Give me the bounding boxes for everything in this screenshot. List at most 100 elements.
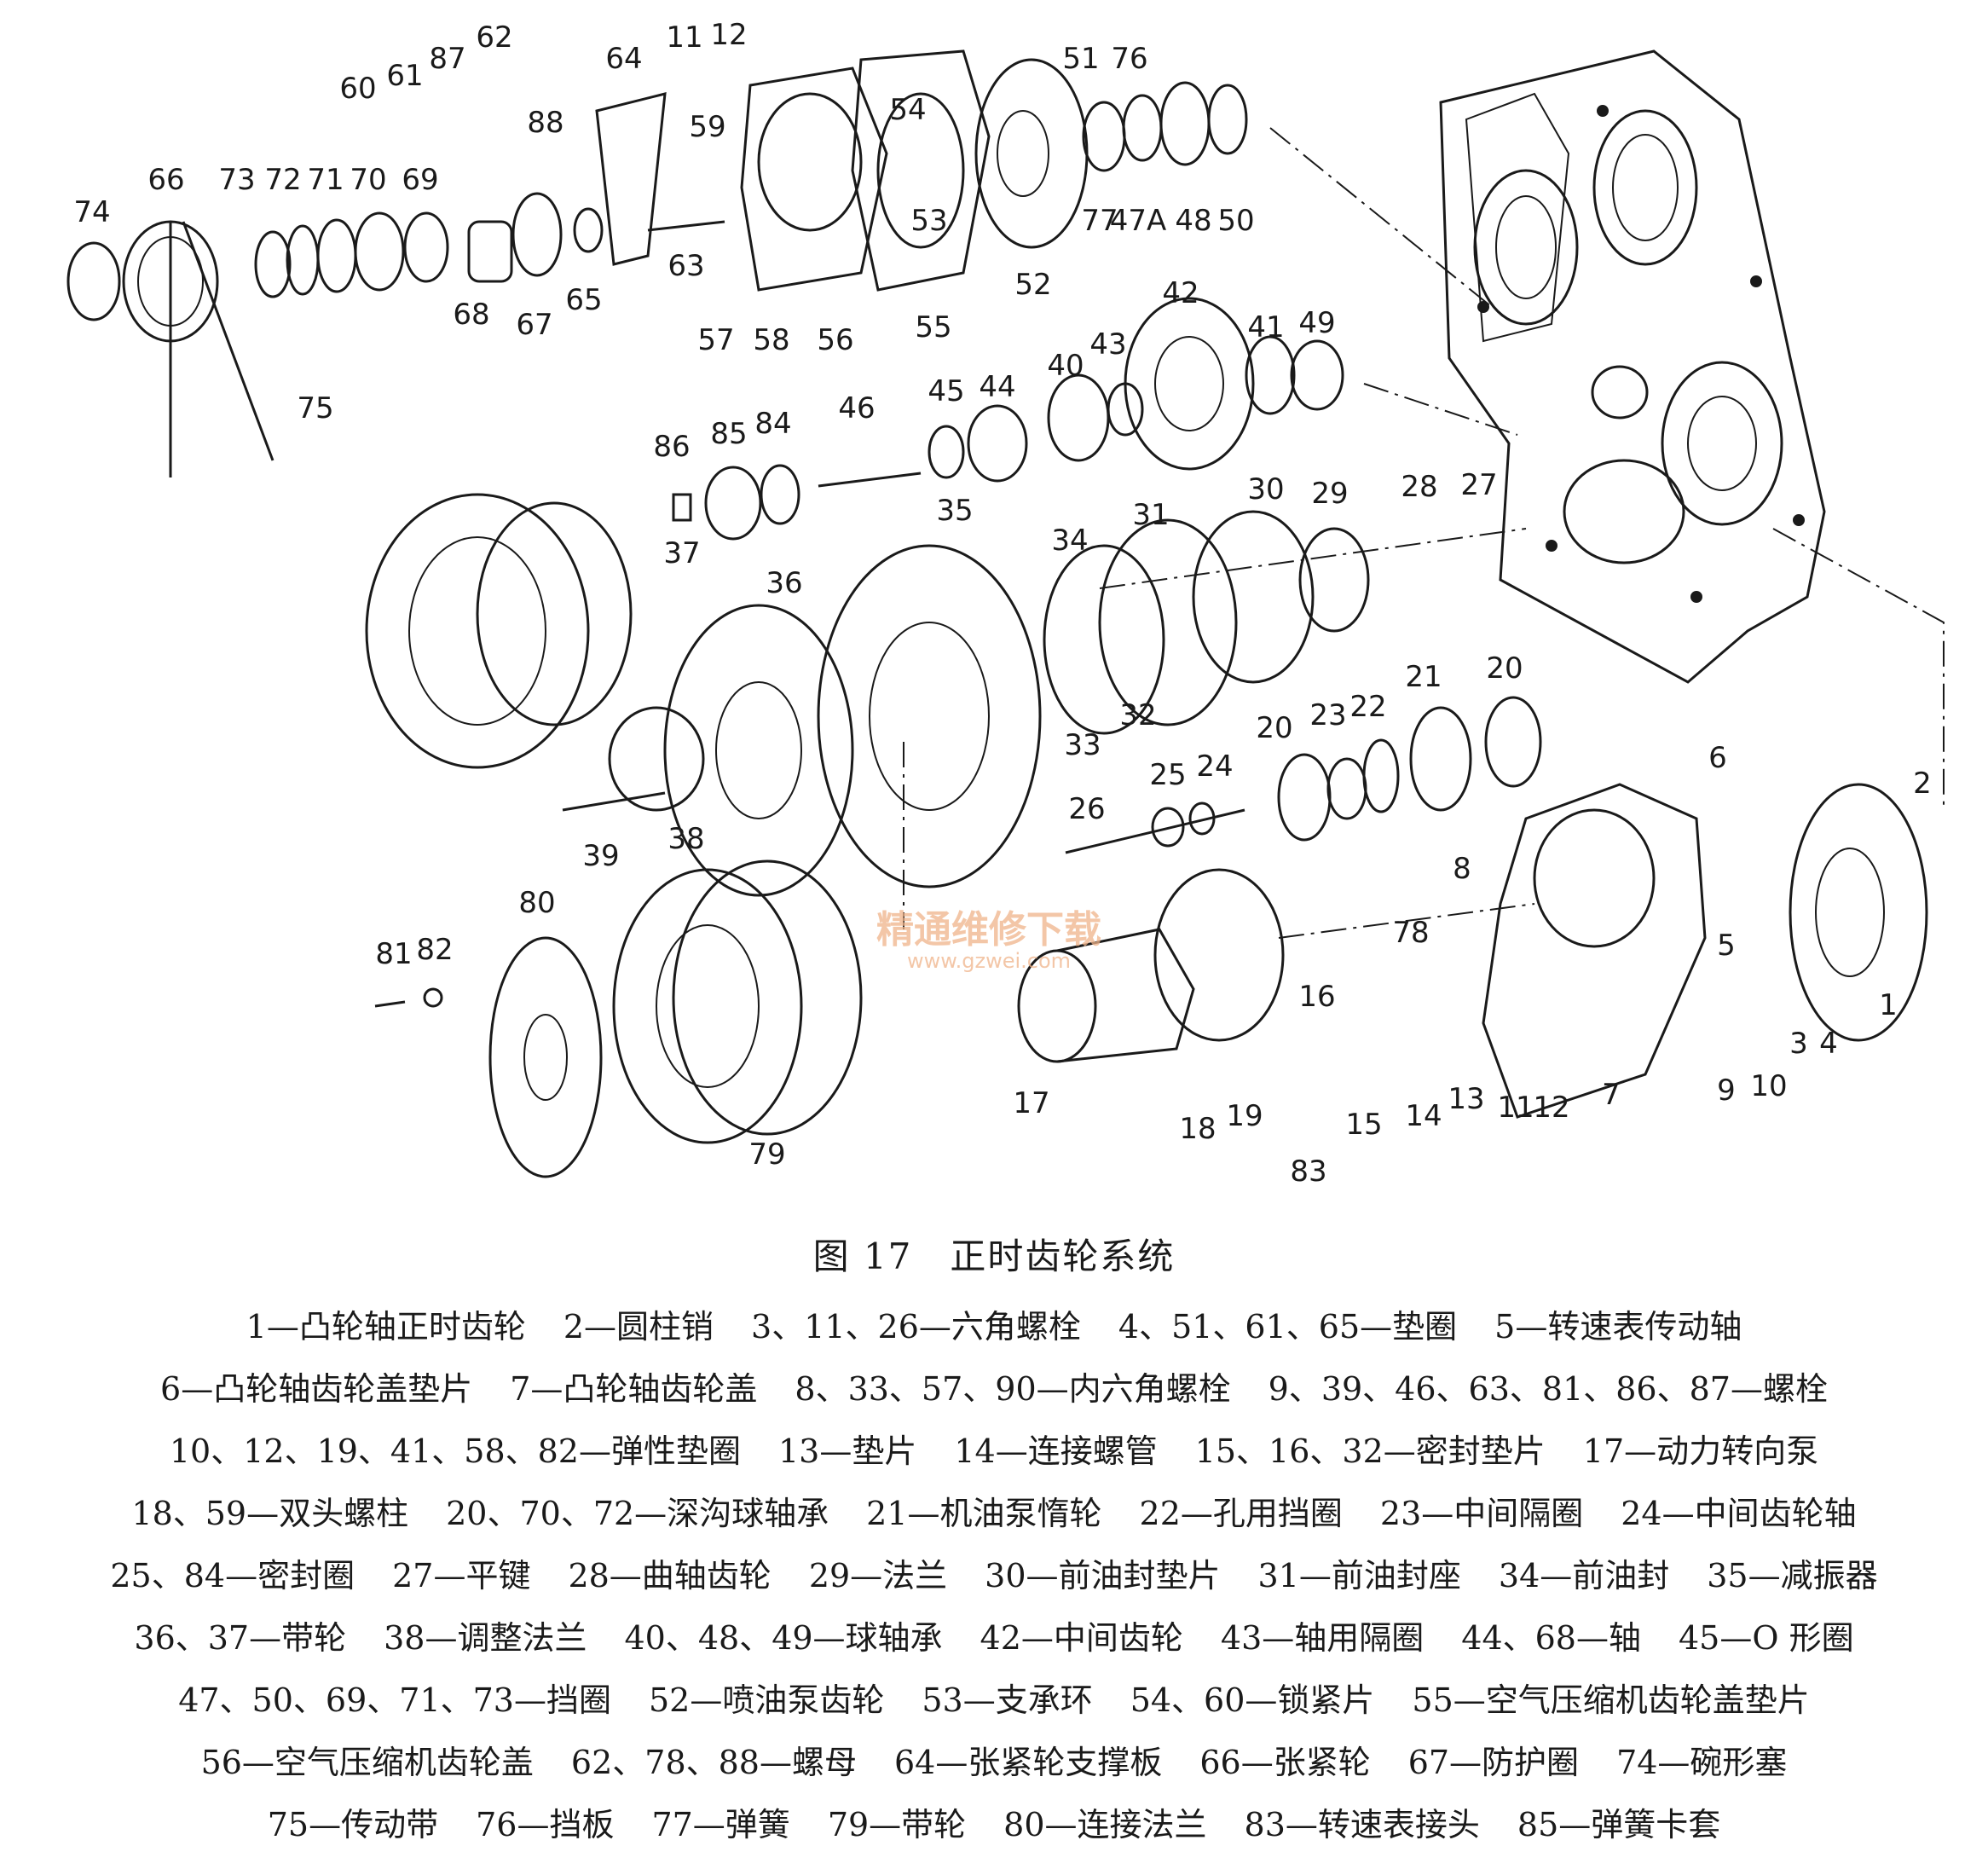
- callout-label: 35: [936, 494, 973, 528]
- figure-caption: 图 17 正时齿轮系统: [812, 1236, 1176, 1277]
- callout-label: 13: [1448, 1082, 1484, 1116]
- callout-label: 39: [582, 839, 619, 873]
- legend-item: 28—曲轴齿轮: [568, 1557, 772, 1594]
- callout-label: 78: [1392, 916, 1429, 950]
- legend-item: 40、48、49—球轴承: [624, 1619, 943, 1657]
- callout-label: 29: [1311, 477, 1348, 511]
- callout-label: 43: [1089, 327, 1126, 362]
- callout-label: 30: [1247, 472, 1284, 506]
- callout-label: 61: [386, 59, 423, 93]
- callout-label: 21: [1405, 660, 1442, 694]
- callout-label: 38: [667, 822, 704, 856]
- axis-line: [1363, 383, 1518, 436]
- callout-label: 26: [1068, 792, 1105, 826]
- callout-label: 1: [1879, 988, 1898, 1022]
- callout-label: 3: [1789, 1027, 1808, 1061]
- callout-label: 66: [147, 163, 184, 197]
- legend-item: 53—支承环: [922, 1681, 1093, 1719]
- legend-item: 56—空气压缩机齿轮盖: [200, 1744, 534, 1781]
- callout-label: 53: [910, 204, 947, 238]
- callout-label: 5: [1717, 929, 1736, 963]
- legend-item: 75—传动带: [267, 1806, 439, 1843]
- callout-label: 67: [516, 308, 552, 342]
- callout-label: 65: [565, 283, 602, 317]
- callout-label: 82: [416, 933, 453, 967]
- callout-label: 28: [1401, 470, 1437, 504]
- oil-pump-idler-assembly: [1065, 696, 1542, 854]
- legend-item: 7—凸轮轴齿轮盖: [510, 1370, 758, 1408]
- legend-item: 5—转速表传动轴: [1494, 1308, 1742, 1345]
- callout-label: 77: [1081, 204, 1118, 238]
- legend-item: 80—连接法兰: [1003, 1806, 1207, 1843]
- callout-label: 15: [1345, 1108, 1382, 1142]
- compressor-gear-cover: [740, 49, 1248, 292]
- legend-item: 29—法兰: [808, 1557, 948, 1594]
- legend-item: 77—弹簧: [651, 1806, 790, 1843]
- callout-label: 68: [453, 298, 489, 332]
- callout-label: 88: [527, 106, 563, 140]
- axis-line: [1269, 127, 1493, 308]
- callout-label: 4: [1819, 1027, 1838, 1061]
- legend-item: 55—空气压缩机齿轮盖垫片: [1412, 1681, 1810, 1719]
- callout-label: 51: [1062, 42, 1099, 76]
- legend-item: 25、84—密封圈: [110, 1557, 355, 1594]
- legend-item: 18、59—双头螺柱: [131, 1495, 409, 1532]
- legend-item: 83—转速表接头: [1244, 1806, 1480, 1843]
- callout-label: 72: [264, 163, 301, 197]
- callout-label: 79: [748, 1137, 785, 1172]
- legend-item: 6—凸轮轴齿轮盖垫片: [160, 1370, 473, 1408]
- legend-item: 36、37—带轮: [134, 1619, 347, 1657]
- callout-label: 87: [429, 42, 465, 76]
- legend-item: 3、11、26—六角螺栓: [751, 1308, 1081, 1345]
- callout-label: 40: [1047, 349, 1084, 383]
- legend-item: 44、68—轴: [1461, 1619, 1641, 1657]
- callout-label: 32: [1119, 698, 1156, 732]
- callout-label: 86: [653, 430, 690, 464]
- callout-label: 62: [476, 20, 512, 55]
- legend-item: 4、51、61、65—垫圈: [1118, 1308, 1458, 1345]
- callout-label: 54: [889, 93, 926, 127]
- legend-item: 13—垫片: [777, 1432, 917, 1470]
- watermark-text: 精通维修下载: [876, 908, 1101, 952]
- legend-item: 76—挡板: [476, 1806, 615, 1843]
- legend-line: 1—凸轮轴正时齿轮 2—圆柱销 3、11、26—六角螺栓 4、51、61、65—垫圈 5…: [34, 1296, 1954, 1358]
- legend-item: 2—圆柱销: [563, 1308, 714, 1345]
- callout-label: 41: [1247, 310, 1284, 344]
- callout-label: 14: [1405, 1099, 1442, 1133]
- callout-label: 16: [1298, 980, 1335, 1014]
- callout-label: 11: [1497, 1091, 1534, 1125]
- legend-item: 52—喷油泵齿轮: [648, 1681, 885, 1719]
- callout-label: 63: [667, 249, 704, 283]
- legend-item: 74—碗形塞: [1616, 1744, 1788, 1781]
- callout-label: 20: [1486, 651, 1523, 686]
- callout-label: 60: [339, 72, 376, 106]
- callout-label: 58: [753, 323, 789, 357]
- legend-item: 67—防护圈: [1407, 1744, 1580, 1781]
- legend-item: 62、78、88—螺母: [570, 1744, 857, 1781]
- callout-label: 12: [710, 18, 747, 52]
- watermark-url: www.gzwei.com: [907, 949, 1071, 973]
- exploded-view-diagram: 精通维修下载 www.gzwei.com 1 2 3 4 5 6 7 8 9 1…: [66, 18, 1945, 1189]
- callout-label: 73: [218, 163, 255, 197]
- legend-item: 1—凸轮轴正时齿轮: [246, 1308, 526, 1345]
- callout-labels: 1 2 3 4 5 6 7 8 9 10 11 12 11 12 13 14 1…: [73, 18, 1931, 1189]
- callout-label: 42: [1162, 276, 1199, 310]
- callout-label: 83: [1290, 1155, 1326, 1189]
- flange-pulley-assembly: [374, 859, 863, 1178]
- callout-label: 12: [1533, 1091, 1569, 1125]
- callout-label: 48: [1175, 204, 1211, 238]
- legend-item: 10、12、19、41、58、82—弹性垫圈: [169, 1432, 741, 1470]
- parts-legend: 1—凸轮轴正时齿轮 2—圆柱销 3、11、26—六角螺栓 4、51、61、65—垫圈 5…: [34, 1296, 1954, 1856]
- callout-label: 6: [1708, 741, 1727, 775]
- timing-gear-housing: [1439, 49, 1826, 684]
- callout-label: 64: [605, 42, 642, 76]
- legend-item: 45—O 形圈: [1678, 1619, 1854, 1657]
- legend-item: 15、16、32—密封垫片: [1194, 1432, 1546, 1470]
- legend-item: 30—前油封垫片: [985, 1557, 1221, 1594]
